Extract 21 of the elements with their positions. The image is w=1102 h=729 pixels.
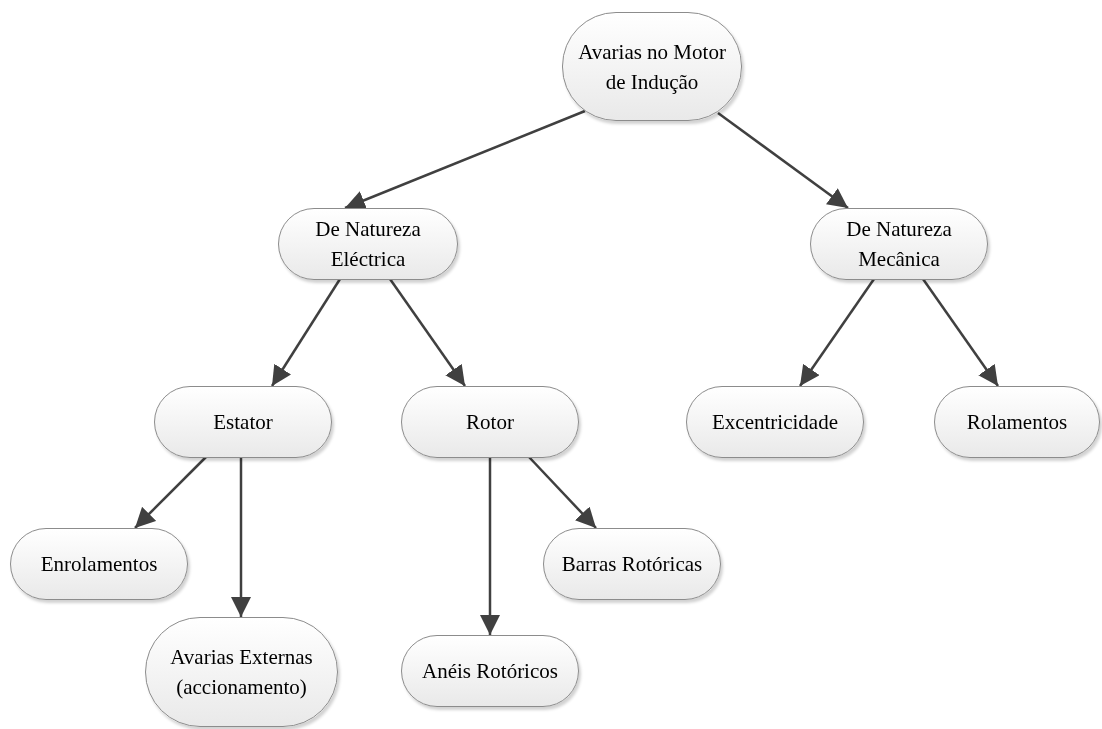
rounded-node: Excentricidade — [686, 386, 864, 458]
arrow — [480, 457, 500, 635]
arrow — [798, 278, 876, 387]
arrow — [528, 456, 597, 529]
rounded-node: Rolamentos — [934, 386, 1100, 458]
rounded-node: Avarias Externas (accionamento) — [145, 617, 338, 727]
arrow — [717, 112, 849, 209]
arrow — [344, 109, 586, 210]
rounded-node: De Natureza Eléctrica — [278, 208, 458, 280]
rounded-node: Enrolamentos — [10, 528, 188, 600]
rounded-node: Anéis Rotóricos — [401, 635, 579, 707]
rounded-node: Barras Rotóricas — [543, 528, 721, 600]
rounded-node: Estator — [154, 386, 332, 458]
rounded-node: Rotor — [401, 386, 579, 458]
arrow — [388, 278, 467, 387]
arrow — [921, 278, 1000, 387]
arrow — [231, 457, 251, 617]
arrow — [134, 456, 207, 529]
rounded-node: Avarias no Motor de Indução — [562, 12, 742, 121]
arrow — [270, 278, 342, 387]
rounded-node: De Natureza Mecânica — [810, 208, 988, 280]
